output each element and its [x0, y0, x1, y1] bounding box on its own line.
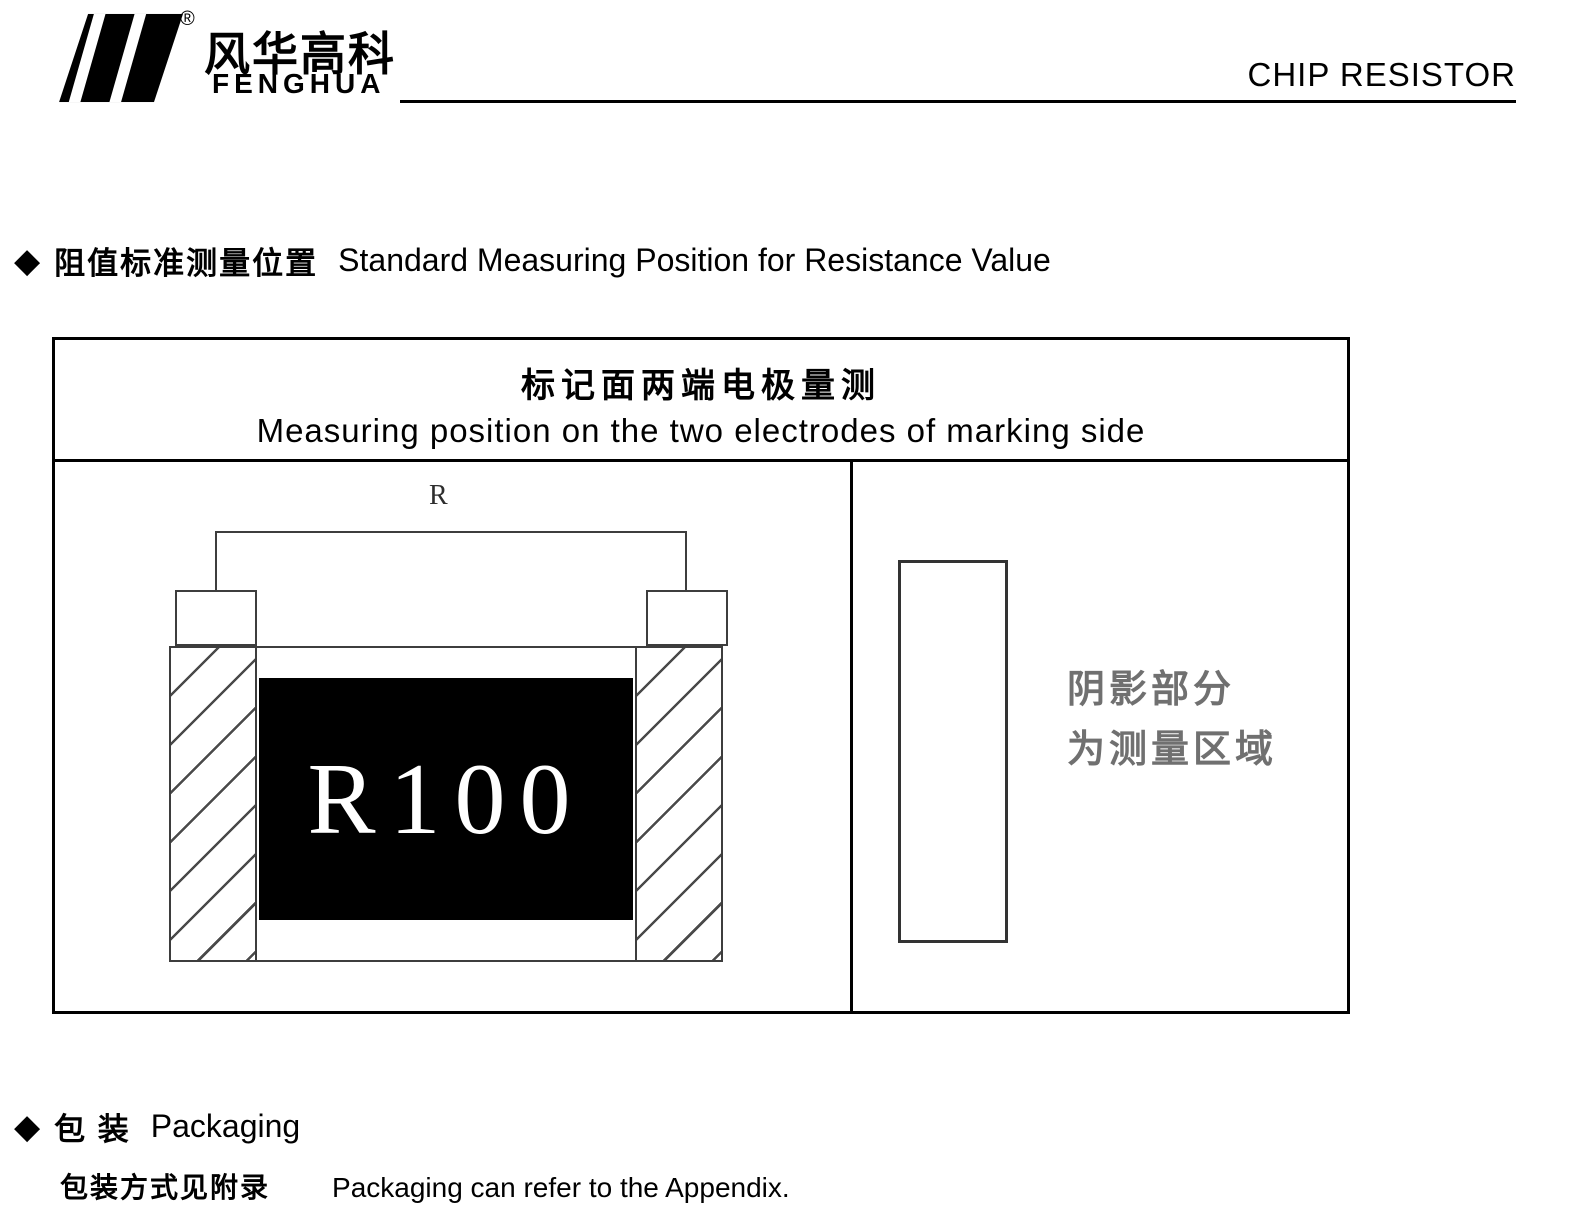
figure-caption-cn: 标记面两端电极量测 — [521, 367, 881, 405]
resistor-side-view: 阴影部分 为测量区域 — [853, 462, 1350, 1012]
dimension-bracket-horizontal — [215, 531, 687, 533]
packaging-note-cn: 包装方式见附录 — [60, 1172, 271, 1203]
figure-horizontal-divider — [55, 459, 1347, 462]
resistor-marking-text: R100 — [307, 742, 585, 856]
section-measuring-title-en: Standard Measuring Position for Resistan… — [338, 242, 1051, 278]
electrode-terminal-right-hatched — [635, 648, 721, 960]
section-packaging-title-en: Packaging — [150, 1108, 301, 1144]
packaging-note: 包装方式见附录 Packaging can refer to the Appen… — [60, 1166, 790, 1206]
figure-caption-en: Measuring position on the two electrodes… — [256, 412, 1146, 449]
electrode-terminal-left-hatched — [171, 648, 257, 960]
fenghua-logo-icon — [59, 13, 184, 103]
resistor-front-view: R R100 — [55, 462, 850, 1012]
diamond-bullet-icon: ◆ — [14, 1107, 41, 1146]
figure-vertical-divider — [850, 459, 853, 1011]
brand-name-chinese: 风华高科 — [204, 28, 396, 80]
resistor-marking-area: R100 — [259, 678, 633, 920]
packaging-note-en: Packaging can refer to the Appendix. — [332, 1172, 790, 1203]
header-divider — [400, 100, 1516, 103]
section-measuring-heading: ◆ 阻值标准测量位置 Standard Measuring Position f… — [14, 238, 1051, 283]
measuring-position-figure: 标记面两端电极量测 Measuring position on the two … — [52, 337, 1350, 1014]
shaded-area-note-line1: 阴影部分 — [1067, 669, 1236, 711]
section-packaging-title-cn: 包 装 — [54, 1112, 131, 1147]
dimension-bracket-right — [685, 531, 687, 592]
section-packaging-heading: ◆ 包 装 Packaging — [14, 1104, 300, 1149]
dimension-bracket-left — [215, 531, 217, 592]
diamond-bullet-icon: ◆ — [14, 241, 41, 280]
electrode-cap-left — [175, 590, 257, 646]
resistor-body: R100 — [169, 646, 723, 962]
resistance-dimension-label: R — [429, 480, 448, 511]
shaded-area-note-line2: 为测量区域 — [1067, 729, 1278, 771]
electrode-cap-right — [646, 590, 728, 646]
shaded-area-note: 阴影部分 为测量区域 — [1067, 660, 1277, 780]
registered-trademark-icon: ® — [180, 8, 195, 30]
document-title: CHIP RESISTOR — [1247, 56, 1516, 93]
brand-name-english: FENGHUA — [212, 68, 386, 99]
figure-caption: 标记面两端电极量测 Measuring position on the two … — [55, 340, 1347, 459]
shaded-measuring-area — [898, 560, 1008, 943]
section-measuring-title-cn: 阻值标准测量位置 — [54, 246, 319, 281]
